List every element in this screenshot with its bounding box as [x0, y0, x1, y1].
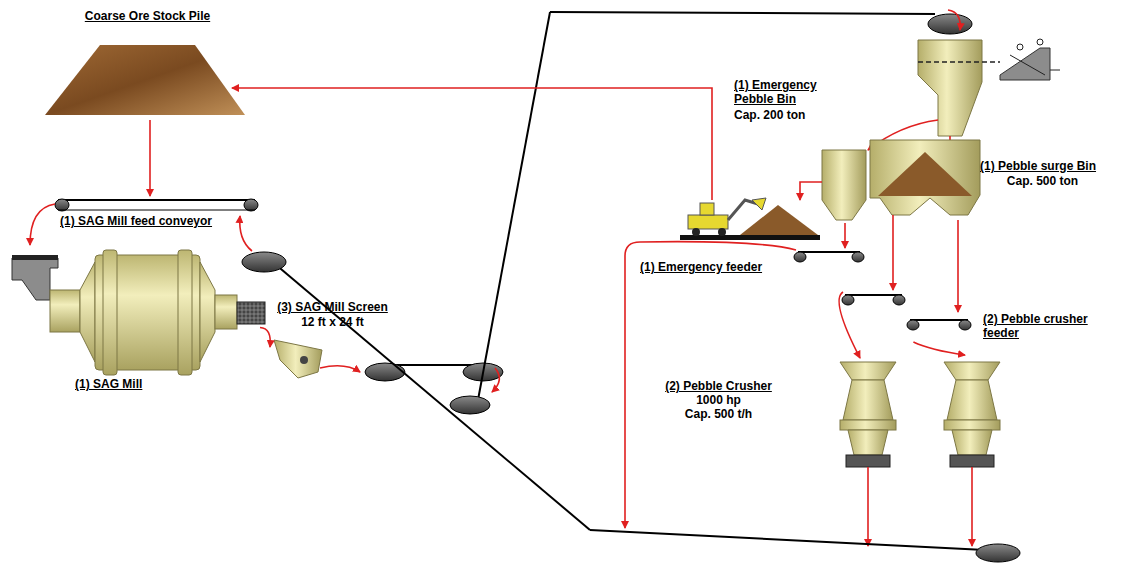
flow-arrow	[30, 204, 55, 245]
equipment-spec: Cap. 500 ton	[980, 174, 1105, 188]
pebble-bin-node: (1) Emergency Pebble BinCap. 200 ton	[730, 78, 870, 223]
equipment-spec: Cap. 200 ton	[734, 108, 805, 122]
surge-bin-node: (1) Pebble surge BinCap. 500 ton	[868, 135, 1133, 220]
flow-arrow	[260, 328, 270, 348]
screen-node: (3) SAG Mill Screen12 ft x 24 ft	[270, 296, 395, 381]
equipment-label: (1) SAG Mill	[75, 377, 142, 391]
feeder-node: (1) Emergency feeder	[638, 248, 868, 278]
pebble-crusher-node: (2) Pebble Crusher1000 hpCap. 500 t/h	[650, 355, 1010, 475]
flow-arrow	[957, 220, 959, 312]
equipment-spec: Cap. 500 t/h	[656, 407, 781, 421]
conveyor-node: (1) SAG Mill feed conveyor	[55, 196, 270, 236]
equipment-label: (3) SAG Mill Screen	[270, 300, 395, 314]
equipment-label: (1) Emergency feeder	[640, 260, 762, 274]
flow-arrow	[913, 342, 965, 355]
equipment-spec: 12 ft x 24 ft	[270, 315, 395, 329]
equipment-label: (2) Pebble crusher feeder	[983, 312, 1113, 340]
stockpile-node: Coarse Ore Stock Pile	[40, 5, 255, 120]
flow-arrow	[844, 223, 846, 248]
equipment-label: (1) Emergency Pebble Bin	[734, 78, 844, 106]
equipment-label: (1) Pebble surge Bin	[980, 159, 1096, 173]
sag-mill-node: (1) SAG Mill	[10, 245, 260, 395]
flow-arrow	[149, 120, 151, 196]
equipment-label: Coarse Ore Stock Pile	[40, 9, 255, 23]
equipment-label: (1) SAG Mill feed conveyor	[60, 214, 212, 228]
feeder-node: (2) Pebble crusher feeder	[905, 312, 1115, 342]
equipment-spec: 1000 hp	[656, 393, 781, 407]
equipment-label: (2) Pebble Crusher	[656, 379, 781, 393]
